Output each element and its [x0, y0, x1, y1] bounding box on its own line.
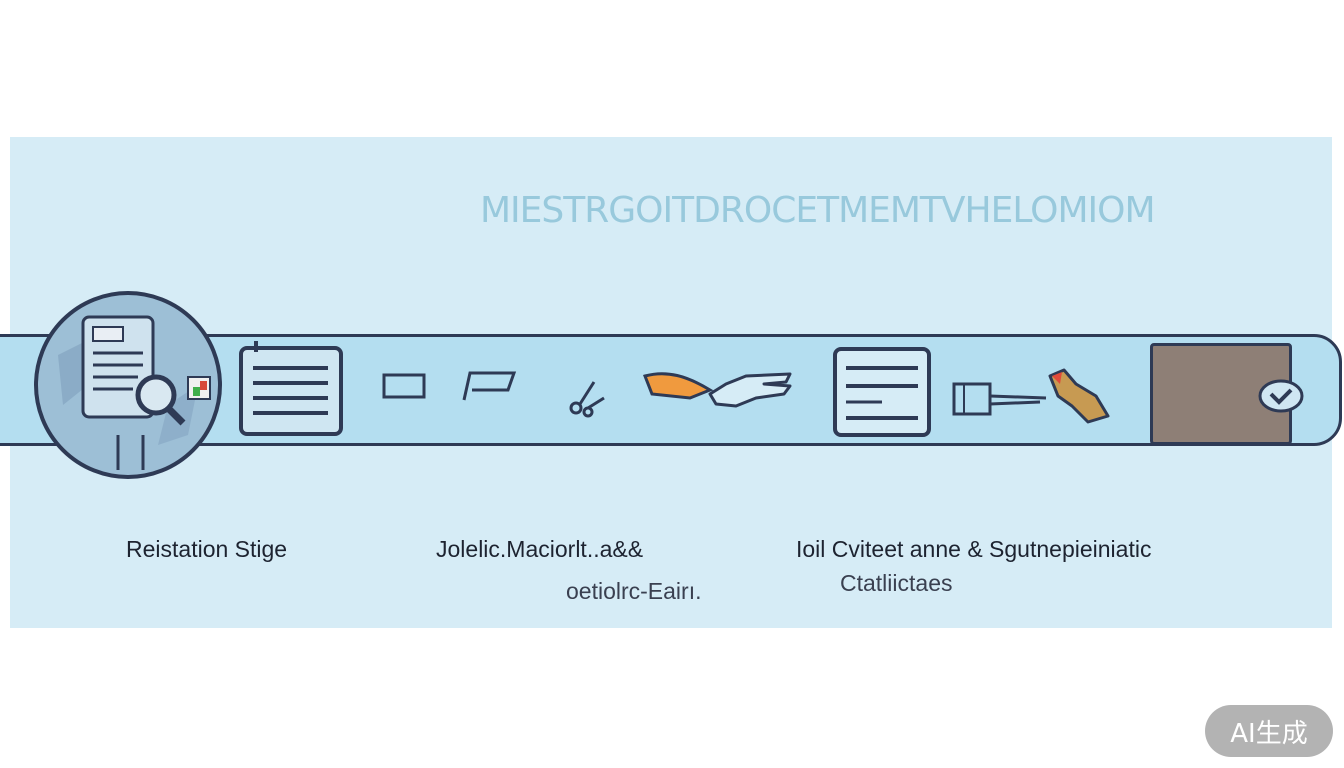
- stage-label-final: Ioil Cviteet anne & Sgutnepieiniatic: [796, 536, 1152, 562]
- pen-tip-icon: [952, 382, 1047, 416]
- list-document-icon: [239, 341, 343, 436]
- stage-label-registration: Reistation Stige: [126, 536, 288, 562]
- pencil-hand-icon: [1048, 368, 1110, 424]
- stage-sublabel-middle: oetiolrc-Eairı.: [566, 578, 702, 604]
- check-circle-icon: [1258, 379, 1304, 413]
- stage-sublabel-final: Ctatliictaes: [840, 570, 953, 596]
- checklist-document-icon: [833, 347, 931, 437]
- orange-arrow-icon: [642, 372, 714, 400]
- ai-generated-badge: AI生成: [1205, 705, 1333, 757]
- flag-icon: [462, 371, 517, 401]
- hand-pointing-icon: [708, 372, 792, 408]
- stage-label-middle: Jolelic.Maciorlt..a&&: [436, 536, 644, 562]
- registration-document-icon: [34, 291, 222, 479]
- diagram-title: MIESTRGOITDROCETMEMTVHELOMIOM: [480, 190, 1156, 231]
- small-rectangle-icon: [382, 373, 426, 399]
- scissors-icon: [569, 381, 605, 418]
